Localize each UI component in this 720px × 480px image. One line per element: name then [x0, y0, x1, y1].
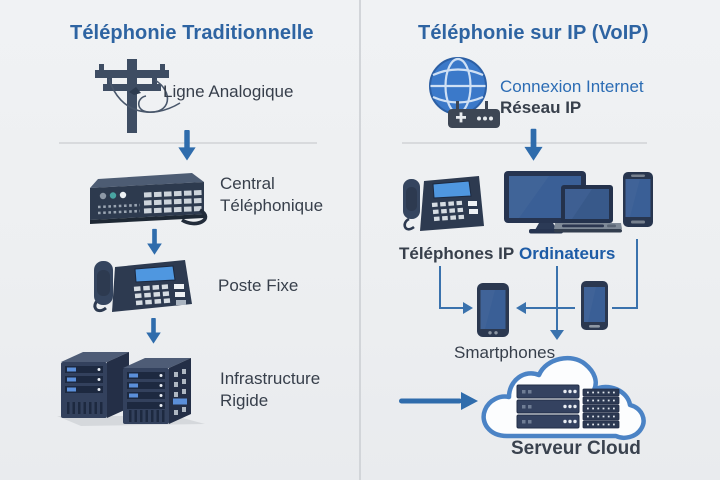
- telephone-pole-icon: [86, 56, 182, 136]
- server-towers-icon: [53, 344, 209, 430]
- central-label-line1: Central: [220, 174, 275, 193]
- connector-line: [556, 266, 558, 330]
- cloud-rack-right: [582, 388, 620, 429]
- laptop-icon: [554, 184, 622, 234]
- ip-phone-icon: [400, 171, 484, 237]
- infrastructure-label: Infrastructure Rigide: [220, 368, 320, 412]
- arrow-down-icon: [177, 129, 197, 162]
- connector-arrowhead-down-icon: [550, 330, 564, 340]
- internet-globe-router-icon: [427, 56, 503, 132]
- smartphones-label: Smartphones: [454, 343, 556, 362]
- connector-line: [612, 307, 638, 309]
- arrow-down-icon: [146, 228, 163, 256]
- analog-line-label: Ligne Analogique: [163, 82, 294, 101]
- arrow-right-icon: [399, 391, 479, 411]
- smartphone-icon: [622, 171, 654, 228]
- desk-phone-icon: [88, 254, 194, 318]
- column-divider: [359, 0, 361, 480]
- left-column-title: Téléphonie Traditionnelle: [70, 22, 314, 44]
- connector-arrowhead-right-icon: [463, 302, 473, 314]
- smartphone-icon: [580, 280, 609, 331]
- arrow-down-icon: [145, 318, 162, 344]
- computers-label: Ordinateurs: [519, 244, 616, 263]
- ip-phones-label: Téléphones IP: [399, 244, 515, 263]
- connector-line: [636, 239, 638, 309]
- cloud-server-icon: [477, 349, 647, 443]
- smartphone-icon: [476, 282, 510, 338]
- central-label: Central Téléphonique: [220, 173, 323, 217]
- central-label-line2: Téléphonique: [220, 196, 324, 215]
- arrow-down-icon: [523, 128, 544, 162]
- right-column-title: Téléphonie sur IP (VoIP): [418, 22, 649, 44]
- ip-network-label: Réseau IP: [500, 98, 582, 117]
- cloud-server-label: Serveur Cloud: [511, 438, 641, 459]
- infrastructure-label-line2: Rigide: [220, 391, 269, 410]
- cloud-rack-left: [516, 384, 580, 429]
- connector-line: [439, 266, 441, 309]
- central-pbx-icon: [82, 169, 212, 227]
- connector-line: [526, 307, 575, 309]
- connector-arrowhead-left-icon: [516, 302, 526, 314]
- infrastructure-label-line1: Infrastructure: [220, 369, 321, 388]
- right-separator-line: [402, 142, 647, 144]
- internet-connection-label: Connexion Internet: [500, 77, 644, 96]
- connector-line: [439, 307, 464, 309]
- poste-fixe-label: Poste Fixe: [218, 276, 299, 295]
